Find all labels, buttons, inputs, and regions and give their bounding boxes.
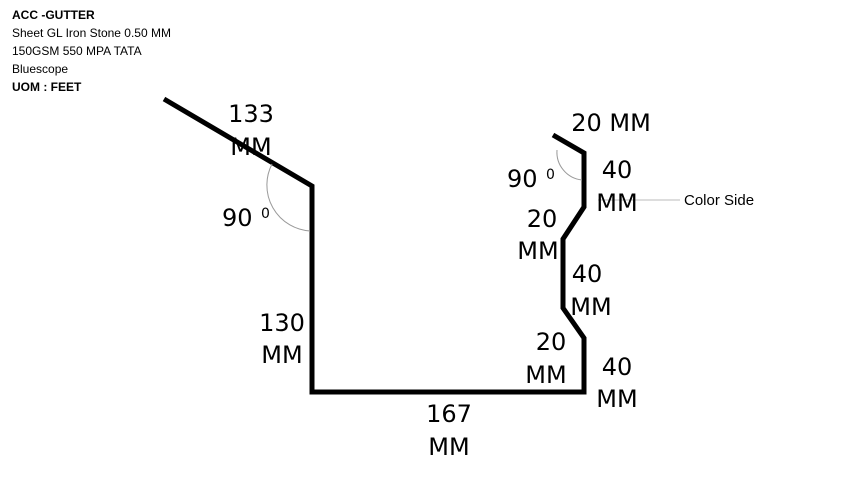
dimension-value: 40 [602, 156, 633, 184]
dimension-unit: MM [517, 237, 558, 265]
angle-arc-left [266, 163, 311, 232]
dimension-value: 40 [602, 353, 633, 381]
dimension-value: 20 [527, 205, 558, 233]
dimension-unit: MM [230, 133, 271, 161]
angle-arc-right [556, 149, 583, 181]
dimension-label: 20 MM [571, 109, 651, 137]
material-line: Sheet GL Iron Stone 0.50 MM [12, 26, 171, 40]
uom-line: UOM : FEET [12, 80, 82, 94]
dimension-value: 40 [572, 260, 603, 288]
color-side-label: Color Side [684, 192, 754, 209]
dimension-unit: MM [428, 433, 469, 461]
angle-label-right: 90 [507, 165, 538, 193]
spec-line: 150GSM 550 MPA TATA [12, 44, 142, 58]
dimension-value: 133 [228, 100, 274, 128]
profile-outline [162, 96, 587, 395]
dimension-unit: MM [570, 293, 611, 321]
angle-degree-left: 0 [261, 206, 270, 222]
profile-title: ACC -GUTTER [12, 8, 95, 22]
dimension-unit: MM [525, 361, 566, 389]
dimension-unit: MM [596, 189, 637, 217]
angle-degree-right: 0 [546, 167, 555, 183]
angle-label-left: 90 [222, 204, 253, 232]
dimension-value: 130 [259, 309, 305, 337]
dimension-value: 20 [536, 328, 567, 356]
info-block: ACC -GUTTER Sheet GL Iron Stone 0.50 MM … [12, 6, 171, 96]
dimension-unit: MM [261, 341, 302, 369]
dimension-value: 167 [426, 400, 472, 428]
dimension-unit: MM [596, 385, 637, 413]
brand-line: Bluescope [12, 62, 69, 76]
